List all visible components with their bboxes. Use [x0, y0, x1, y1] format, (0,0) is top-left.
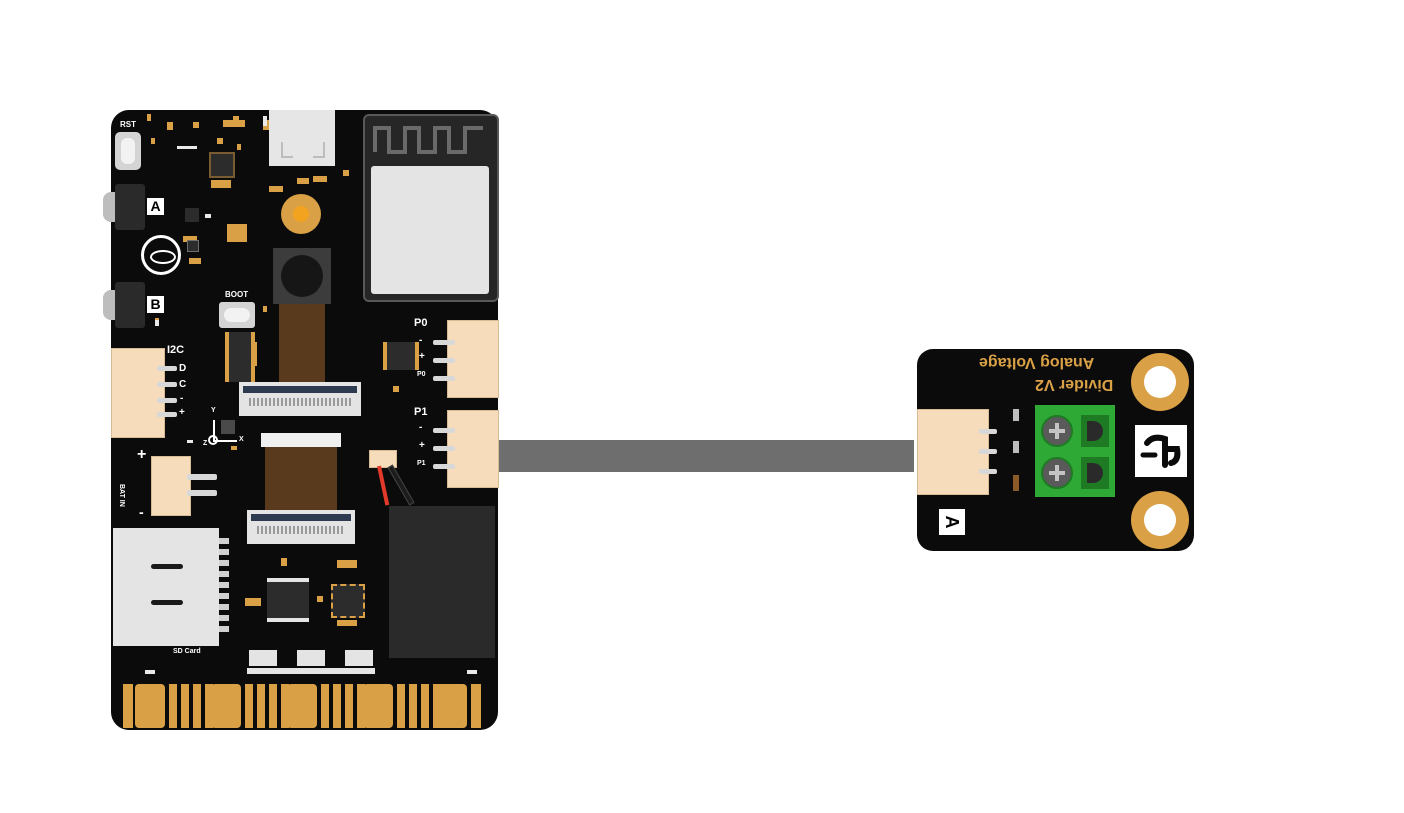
p0-label: P0	[414, 317, 428, 329]
screw-2-icon	[1041, 457, 1073, 489]
gravity-cable	[498, 440, 914, 472]
analog-voltage-divider-module: Analog Voltage Divider V2 A	[917, 349, 1194, 551]
reset-button[interactable]	[115, 132, 141, 170]
bat-in-label: BAT IN	[118, 484, 125, 507]
module-title-line1: Analog Voltage	[979, 354, 1095, 371]
bat-plus-label: +	[137, 446, 147, 463]
battery-connector[interactable]	[151, 456, 191, 516]
p1-label: P1	[414, 406, 428, 418]
wire-clamp-2	[1081, 457, 1109, 489]
module-title-line2: Divider V2	[1035, 376, 1114, 393]
axis-x-label: X	[239, 436, 244, 443]
p0-pin-signal: P0	[417, 371, 426, 378]
p1-pin-minus: -	[419, 422, 423, 433]
sd-card-label: SD Card	[173, 648, 201, 655]
boot-button[interactable]	[219, 302, 255, 328]
led-1	[249, 650, 277, 666]
resistor-1	[1013, 409, 1019, 421]
axis-y-label: Y	[211, 407, 216, 414]
p0-pin-minus: -	[419, 335, 423, 346]
resistor-2	[1013, 441, 1019, 453]
controller-board: RST A B	[103, 110, 499, 730]
button-b-label: B	[147, 296, 164, 313]
axis-indicator-icon	[203, 414, 243, 448]
rgb-led	[281, 194, 321, 234]
boot-label: BOOT	[225, 290, 249, 299]
module-title: Analog Voltage Divider V2	[979, 351, 1129, 397]
i2c-pin-minus: -	[180, 393, 184, 404]
edge-connector[interactable]	[123, 684, 483, 728]
button-a[interactable]	[115, 184, 145, 230]
resistor-3	[1013, 475, 1019, 491]
led-3	[345, 650, 373, 666]
i2c-label: I2C	[167, 344, 185, 356]
mic-chip	[331, 584, 365, 618]
mounting-hole-top	[1131, 353, 1189, 411]
wire-clamp-1	[1081, 415, 1109, 447]
screw-terminal[interactable]	[1035, 405, 1115, 497]
speaker-connector[interactable]	[369, 450, 397, 468]
p1-pin-signal: P1	[417, 460, 426, 467]
wifi-module	[363, 114, 499, 302]
button-b[interactable]	[115, 282, 145, 328]
i2c-connector[interactable]	[111, 348, 165, 438]
wifi-shield	[371, 166, 489, 294]
module-gravity-connector[interactable]	[917, 409, 989, 495]
battery-wire-red	[377, 465, 390, 506]
board-logo-icon	[141, 235, 181, 275]
p1-pin-plus: +	[419, 440, 425, 451]
i2c-pin-c: C	[179, 379, 187, 390]
camera-ribbon	[279, 304, 325, 386]
sd-card-pins	[219, 538, 229, 636]
i2c-pin-plus: +	[179, 407, 185, 418]
module-port-label: A	[939, 509, 965, 535]
rst-label: RST	[120, 120, 136, 129]
screen-ribbon	[265, 447, 337, 515]
usb-c-port[interactable]	[269, 110, 335, 166]
mounting-hole-bottom	[1131, 491, 1189, 549]
p1-connector[interactable]	[447, 410, 499, 488]
battery-block	[389, 506, 495, 658]
i2c-pin-d: D	[179, 363, 187, 374]
screen-fpc-connector	[247, 510, 355, 544]
camera-fpc-connector	[239, 382, 361, 416]
antenna-trace-icon	[373, 126, 483, 154]
camera-module	[273, 248, 331, 304]
axis-z-label: Z	[203, 440, 208, 447]
eeprom-chip	[383, 342, 419, 370]
bat-minus-label: -	[139, 504, 144, 520]
screw-1-icon	[1041, 415, 1073, 447]
button-a-label: A	[147, 198, 164, 215]
screen-fpc-top	[261, 433, 341, 447]
power-chip	[267, 578, 309, 622]
led-2	[297, 650, 325, 666]
battery-wire-black	[387, 464, 415, 506]
dfrobot-logo-icon	[1135, 425, 1187, 477]
led-bar	[247, 668, 375, 674]
p0-pin-plus: +	[419, 351, 425, 362]
sd-card-slot[interactable]	[113, 528, 219, 646]
